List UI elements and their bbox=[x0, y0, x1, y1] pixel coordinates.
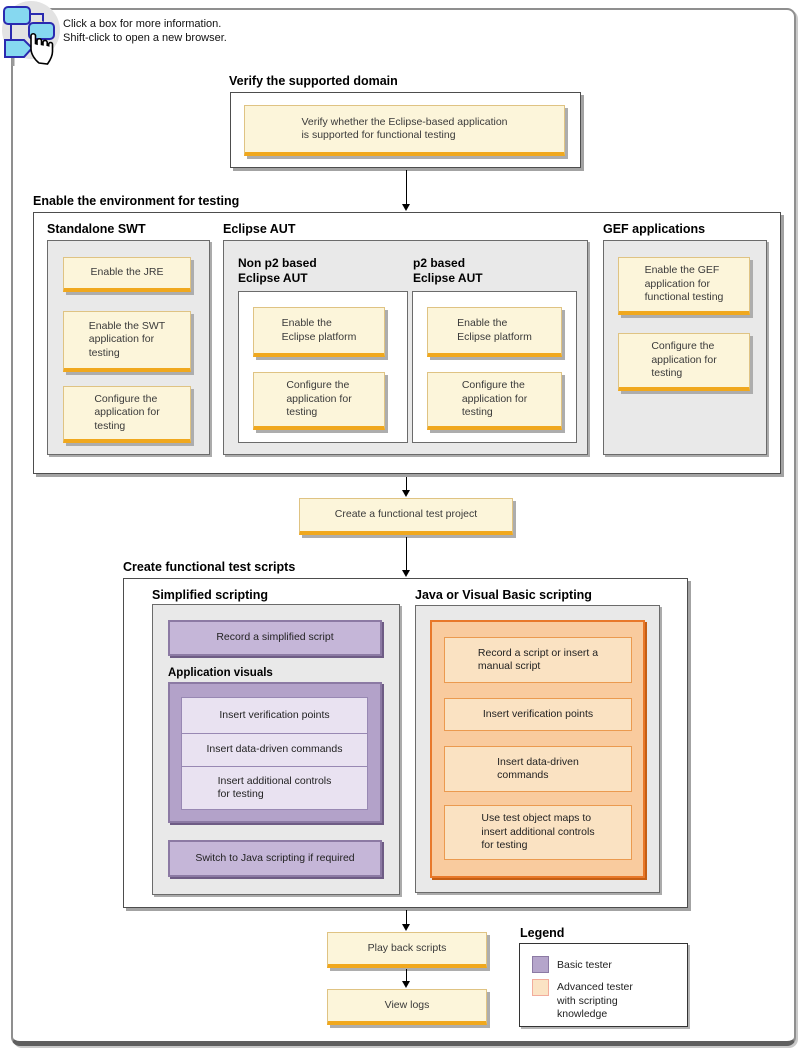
flow-arrow-4 bbox=[402, 910, 411, 931]
play-back-scripts-box[interactable]: Play back scripts bbox=[327, 932, 487, 968]
verify-task-box[interactable]: Verify whether the Eclipse-based applica… bbox=[244, 105, 565, 156]
flow-arrow-3 bbox=[402, 537, 411, 577]
non-p2-enable-platform-box[interactable]: Enable the Eclipse platform bbox=[253, 307, 385, 357]
p2-configure-label: Configure the application for testing bbox=[461, 379, 528, 419]
non-p2-enable-platform-label: Enable the Eclipse platform bbox=[281, 317, 357, 343]
gef-enable-box[interactable]: Enable the GEF application for functiona… bbox=[618, 257, 750, 315]
create-project-box[interactable]: Create a functional test project bbox=[299, 498, 513, 535]
java-insert-data-driven-box[interactable]: Insert data-driven commands bbox=[444, 746, 632, 792]
p2-configure-box[interactable]: Configure the application for testing bbox=[427, 372, 562, 430]
swt-configure-app-label: Configure the application for testing bbox=[94, 392, 160, 432]
insert-additional-controls-box[interactable]: Insert additional controls for testing bbox=[182, 766, 367, 809]
switch-to-java-box[interactable]: Switch to Java scripting if required bbox=[168, 840, 382, 877]
standalone-swt-title: Standalone SWT bbox=[47, 222, 146, 236]
java-insert-verification-points-label: Insert verification points bbox=[482, 707, 594, 720]
insert-additional-controls-label: Insert additional controls for testing bbox=[217, 774, 332, 801]
p2-title: p2 based Eclipse AUT bbox=[413, 256, 483, 285]
gef-title: GEF applications bbox=[603, 222, 706, 236]
swt-configure-app-box[interactable]: Configure the application for testing bbox=[63, 386, 191, 443]
record-script-label: Record a script or insert a manual scrip… bbox=[477, 646, 599, 673]
insert-verification-points-box[interactable]: Insert verification points bbox=[182, 698, 367, 733]
instructions-line1: Click a box for more information. bbox=[63, 18, 222, 30]
insert-verification-points-label: Insert verification points bbox=[219, 708, 330, 721]
application-visuals-stack: Insert verification points Insert data-d… bbox=[181, 697, 368, 810]
basic-tester-label: Basic tester bbox=[557, 959, 612, 971]
flow-arrow-5 bbox=[402, 969, 411, 988]
enable-swt-app-box[interactable]: Enable the SWT application for testing bbox=[63, 311, 191, 372]
record-simplified-script-label: Record a simplified script bbox=[216, 631, 334, 644]
switch-to-java-label: Switch to Java scripting if required bbox=[195, 851, 355, 864]
verify-section-title: Verify the supported domain bbox=[229, 74, 398, 88]
play-back-scripts-label: Play back scripts bbox=[367, 941, 447, 954]
flow-arrow-1 bbox=[402, 170, 411, 211]
gef-configure-label: Configure the application for testing bbox=[651, 340, 717, 380]
insert-data-driven-commands-label: Insert data-driven commands bbox=[206, 743, 343, 756]
view-logs-label: View logs bbox=[384, 998, 430, 1011]
java-insert-verification-points-box[interactable]: Insert verification points bbox=[444, 698, 632, 731]
create-scripts-title: Create functional test scripts bbox=[123, 560, 296, 574]
instructions-line2: Shift-click to open a new browser. bbox=[63, 32, 227, 44]
enable-jre-label: Enable the JRE bbox=[90, 266, 164, 279]
enable-swt-app-label: Enable the SWT application for testing bbox=[88, 319, 166, 359]
java-vb-title: Java or Visual Basic scripting bbox=[415, 588, 592, 602]
advanced-tester-label: Advanced tester with scripting knowledge bbox=[557, 981, 633, 1020]
flow-arrow-2 bbox=[402, 477, 411, 497]
enable-jre-box[interactable]: Enable the JRE bbox=[63, 257, 191, 292]
non-p2-configure-box[interactable]: Configure the application for testing bbox=[253, 372, 385, 430]
p2-enable-platform-label: Enable the Eclipse platform bbox=[457, 317, 532, 343]
use-test-object-maps-box[interactable]: Use test object maps to insert additiona… bbox=[444, 805, 632, 860]
insert-data-driven-commands-box[interactable]: Insert data-driven commands bbox=[182, 733, 367, 766]
create-project-label: Create a functional test project bbox=[334, 508, 478, 521]
imagemap-hand-icon bbox=[2, 1, 60, 66]
non-p2-title: Non p2 based Eclipse AUT bbox=[238, 256, 317, 285]
p2-enable-platform-box[interactable]: Enable the Eclipse platform bbox=[427, 307, 562, 357]
non-p2-configure-label: Configure the application for testing bbox=[286, 379, 352, 419]
advanced-tester-swatch bbox=[532, 979, 549, 996]
enable-env-title: Enable the environment for testing bbox=[33, 194, 240, 208]
verify-task-label: Verify whether the Eclipse-based applica… bbox=[301, 115, 508, 142]
simplified-title: Simplified scripting bbox=[152, 588, 268, 602]
application-visuals-title: Application visuals bbox=[168, 667, 273, 679]
java-insert-data-driven-label: Insert data-driven commands bbox=[497, 755, 579, 782]
gef-configure-box[interactable]: Configure the application for testing bbox=[618, 333, 750, 391]
record-simplified-script-box[interactable]: Record a simplified script bbox=[168, 620, 382, 656]
view-logs-box[interactable]: View logs bbox=[327, 989, 487, 1025]
instructions: Click a box for more information. Shift-… bbox=[63, 17, 227, 45]
eclipse-aut-title: Eclipse AUT bbox=[223, 222, 296, 236]
use-test-object-maps-label: Use test object maps to insert additiona… bbox=[481, 812, 595, 852]
legend-title: Legend bbox=[520, 926, 565, 940]
basic-tester-swatch bbox=[532, 956, 549, 973]
record-script-box[interactable]: Record a script or insert a manual scrip… bbox=[444, 637, 632, 683]
gef-enable-label: Enable the GEF application for functiona… bbox=[644, 264, 724, 304]
